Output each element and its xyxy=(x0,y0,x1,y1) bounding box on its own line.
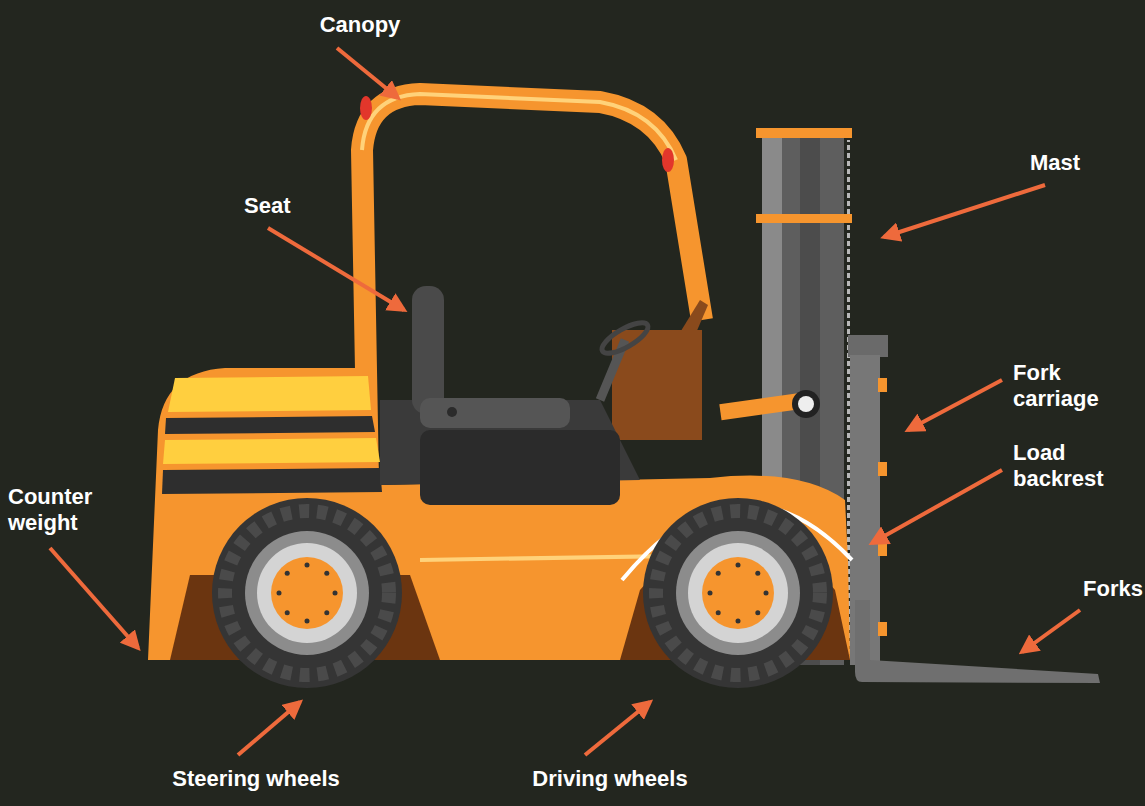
rim-inner xyxy=(688,543,788,643)
lug-nut xyxy=(764,591,769,596)
lug-nut xyxy=(285,571,290,576)
carriage-tab xyxy=(878,378,887,392)
body-stripe xyxy=(168,376,371,412)
seat-knob xyxy=(447,407,457,417)
body-stripe xyxy=(162,468,382,494)
hub xyxy=(702,557,774,629)
tire xyxy=(212,498,402,688)
seat xyxy=(420,398,570,428)
part-label: Steering wheels xyxy=(136,766,376,792)
rim-inner xyxy=(257,543,357,643)
lug-nut xyxy=(736,619,741,624)
carriage-tab xyxy=(878,622,887,636)
part-label: Mast xyxy=(1030,150,1120,176)
carriage-tab xyxy=(878,542,887,556)
canopy-light xyxy=(662,148,674,172)
part-label: Canopy xyxy=(300,12,420,38)
lug-nut xyxy=(333,591,338,596)
part-label: Counter weight xyxy=(8,484,118,537)
lug-nut xyxy=(305,619,310,624)
leader-line xyxy=(238,702,300,755)
tire xyxy=(643,498,833,688)
body-stripe xyxy=(165,416,375,434)
lug-nut xyxy=(755,610,760,615)
rim xyxy=(245,531,369,655)
hub xyxy=(271,557,343,629)
steering-wheel xyxy=(598,317,652,359)
lug-nut xyxy=(716,571,721,576)
canopy-light xyxy=(360,96,372,120)
lug-nut xyxy=(708,591,713,596)
lug-nut xyxy=(285,610,290,615)
lug-nut xyxy=(736,563,741,568)
lug-nut xyxy=(716,610,721,615)
part-label: Driving wheels xyxy=(490,766,730,792)
part-label: Load backrest xyxy=(1013,440,1133,493)
leader-line xyxy=(884,185,1045,237)
leader-line xyxy=(268,228,404,310)
wheel xyxy=(212,498,402,688)
tread xyxy=(225,511,389,675)
rim xyxy=(676,531,800,655)
body-stripe xyxy=(163,438,380,464)
mast-cap xyxy=(756,214,852,223)
tread xyxy=(656,511,820,675)
leader-line xyxy=(50,548,138,648)
forks xyxy=(855,600,1100,683)
mast-cap xyxy=(756,128,852,138)
tilt-pivot xyxy=(792,390,820,418)
leader-line xyxy=(337,48,398,98)
leader-lines xyxy=(50,48,1080,755)
leader-line xyxy=(908,380,1002,430)
leader-line xyxy=(1022,610,1080,652)
leader-line xyxy=(872,470,1002,543)
wheels xyxy=(212,498,833,688)
lug-nut xyxy=(324,571,329,576)
lug-nut xyxy=(324,610,329,615)
cab-panel xyxy=(420,430,620,505)
part-label: Forks xyxy=(1083,576,1141,602)
lug-nut xyxy=(305,563,310,568)
seat xyxy=(412,286,444,414)
part-label: Fork carriage xyxy=(1013,360,1123,413)
carriage-tab xyxy=(878,462,887,476)
wheel xyxy=(643,498,833,688)
lug-nut xyxy=(277,591,282,596)
tilt-pivot xyxy=(798,396,814,412)
lug-nut xyxy=(755,571,760,576)
part-label: Seat xyxy=(244,193,324,219)
leader-line xyxy=(585,702,650,755)
carriage-top xyxy=(848,335,888,357)
canopy-highlight xyxy=(362,94,676,160)
